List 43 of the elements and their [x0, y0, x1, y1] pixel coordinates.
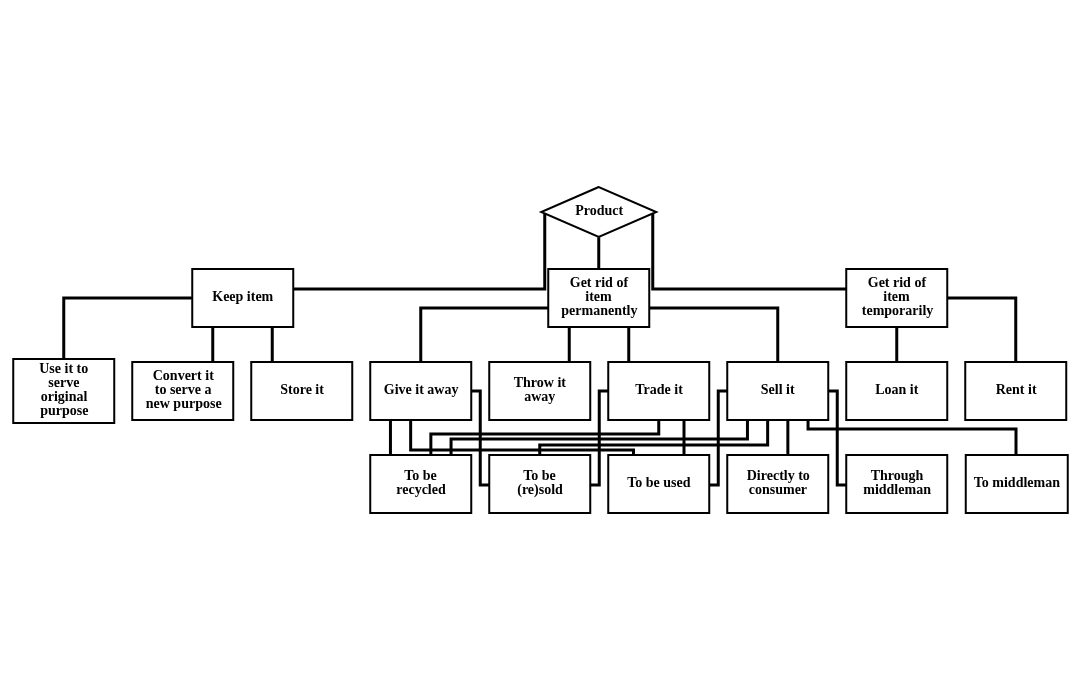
connector — [682, 420, 686, 455]
node-box: Sell it — [726, 361, 830, 421]
connector — [293, 213, 547, 291]
connector — [567, 327, 571, 362]
connector — [471, 389, 490, 487]
node-box: Directly to consumer — [726, 454, 830, 514]
node-box: Get rid of item temporarily — [845, 268, 949, 328]
node-box: Throw it away — [488, 361, 592, 421]
connector — [419, 306, 549, 362]
node-box: Convert it to serve a new purpose — [131, 361, 235, 421]
node-box: To middleman — [964, 454, 1069, 514]
connector — [211, 327, 215, 362]
node-box: Trade it — [607, 361, 711, 421]
connector — [828, 389, 847, 487]
node-box: Rent it — [964, 361, 1068, 421]
connector — [590, 389, 609, 487]
connector — [649, 306, 780, 362]
connector — [429, 420, 661, 455]
connector — [786, 420, 790, 455]
connector — [947, 296, 1018, 362]
connector — [709, 389, 728, 487]
node-diamond: Product — [538, 185, 659, 239]
node-box: Store it — [250, 361, 354, 421]
connector — [597, 237, 601, 269]
connector — [538, 420, 770, 455]
node-box: Loan it — [845, 361, 949, 421]
connector — [449, 420, 749, 455]
connector — [806, 420, 1018, 455]
connector — [895, 327, 899, 362]
node-box: To be (re)sold — [488, 454, 592, 514]
node-box: To be used — [607, 454, 711, 514]
node-box: Use it to serve original purpose — [12, 358, 116, 424]
node-box: To be recycled — [369, 454, 473, 514]
node-box: Keep item — [191, 268, 295, 328]
connector — [388, 420, 392, 455]
node-box: Give it away — [369, 361, 473, 421]
connector — [270, 327, 274, 362]
connector — [627, 327, 631, 362]
connector — [651, 213, 847, 291]
connector — [409, 420, 635, 455]
node-box: Through middleman — [845, 454, 949, 514]
connector — [62, 296, 192, 359]
node-box: Get rid of item permanently — [547, 268, 651, 328]
